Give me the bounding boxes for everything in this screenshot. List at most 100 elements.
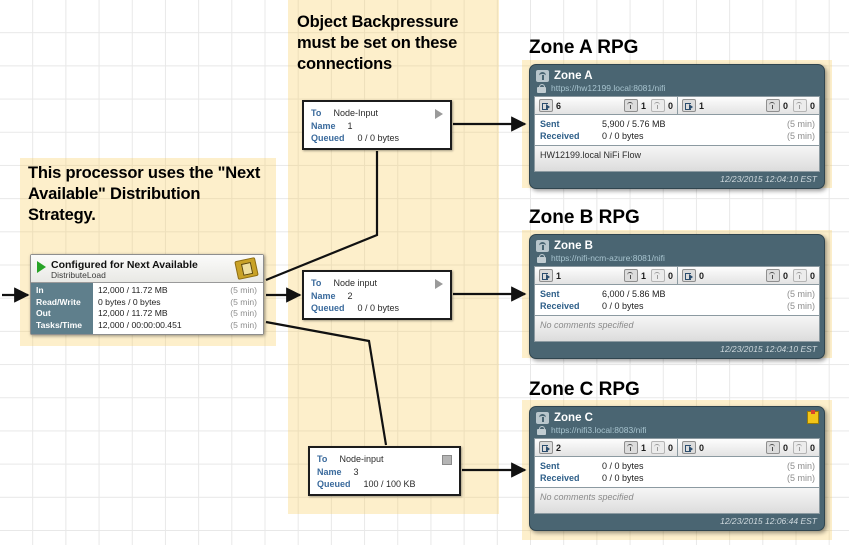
lock-icon xyxy=(537,425,546,435)
lock-icon xyxy=(537,83,546,93)
play-icon[interactable] xyxy=(37,261,46,273)
input-stopped-count: 0 xyxy=(667,270,673,281)
connection-node-input-1[interactable]: To Node-Input Name 1 Queued 0 / 0 bytes xyxy=(302,100,452,150)
remote-process-group-zone-c[interactable]: Zone C https://nifi3.local:8083/nifi 2 1… xyxy=(529,406,825,531)
wire-processor-to-conn1 xyxy=(265,151,379,282)
sent-time: (5 min) xyxy=(786,119,815,129)
processor-stat-labels: In Read/Write Out Tasks/Time xyxy=(31,283,93,335)
remote-process-group-zone-b[interactable]: Zone B https://nifi-ncm-azure:8081/nifi … xyxy=(529,234,825,359)
processor-stat-time: (5 min) xyxy=(230,308,257,319)
processor-stat-times: (5 min) (5 min) (5 min) (5 min) xyxy=(226,283,263,334)
annotation-strategy-note: This processor uses the "Next Available"… xyxy=(28,164,261,224)
received-time: (5 min) xyxy=(786,473,815,483)
output-stopped-count: 0 xyxy=(809,100,815,111)
stop-icon[interactable] xyxy=(442,455,452,465)
transmitting-icon xyxy=(765,441,780,454)
processor-stat-value: 12,000 / 11.72 MB xyxy=(98,308,168,319)
input-port-count: 6 xyxy=(556,100,562,111)
output-port-icon xyxy=(682,269,696,282)
connection-queued-label: Queued xyxy=(311,133,345,144)
received-value: 0 / 0 bytes xyxy=(602,301,644,311)
sent-label: Sent xyxy=(540,119,560,129)
input-transmitting-count: 1 xyxy=(640,270,646,281)
lock-icon xyxy=(537,253,546,263)
input-port-icon xyxy=(539,441,553,454)
processor-type: DistributeLoad xyxy=(51,270,106,281)
zone-a-heading: Zone A RPG xyxy=(529,37,639,58)
rpg-port-counts: 2 1 0 0 0 xyxy=(534,438,820,457)
output-transmitting-count: 0 xyxy=(782,270,788,281)
sent-value: 5,900 / 5.76 MB xyxy=(602,119,666,129)
connection-to-value: Node-input xyxy=(339,454,384,464)
output-port-count: 1 xyxy=(699,100,705,111)
not-transmitting-icon xyxy=(650,269,665,282)
input-transmitting-count: 1 xyxy=(640,100,646,111)
connection-to-label: To xyxy=(311,108,322,118)
processor-stat-value: 12,000 / 00:00:00.451 xyxy=(98,319,182,330)
rpg-comment: No comments specified xyxy=(534,316,820,342)
processor-distribute-load[interactable]: Configured for Next Available Distribute… xyxy=(30,254,264,336)
transmitting-icon xyxy=(623,441,638,454)
sent-label: Sent xyxy=(540,289,560,299)
warning-icon[interactable] xyxy=(807,410,819,424)
processor-stat-label: Tasks/Time xyxy=(36,319,83,330)
not-transmitting-icon xyxy=(650,99,665,112)
output-stopped-count: 0 xyxy=(809,270,815,281)
connection-name-label: Name xyxy=(311,120,336,131)
connection-node-input-3[interactable]: To Node-input Name 3 Queued 100 / 100 KB xyxy=(308,446,461,496)
connection-name-value: 3 xyxy=(353,466,359,477)
connection-queued-value: 100 / 100 KB xyxy=(363,479,416,490)
rpg-url[interactable]: https://nifi3.local:8083/nifi xyxy=(551,425,647,435)
received-label: Received xyxy=(540,131,580,141)
processor-stat-value: 12,000 / 11.72 MB xyxy=(98,285,168,295)
connection-name-value: 1 xyxy=(347,120,353,131)
input-transmitting-count: 1 xyxy=(640,442,646,453)
rpg-url[interactable]: https://hw12199.local:8081/nifi xyxy=(551,83,666,93)
rpg-url[interactable]: https://nifi-ncm-azure:8081/nifi xyxy=(551,253,665,263)
rpg-header: Zone B https://nifi-ncm-azure:8081/nifi xyxy=(534,239,820,266)
processor-stat-time: (5 min) xyxy=(230,319,257,330)
transmitting-icon xyxy=(623,269,638,282)
rpg-output-ports: 0 0 0 xyxy=(677,439,819,456)
rpg-input-ports: 2 1 0 xyxy=(535,439,677,456)
zone-b-heading: Zone B RPG xyxy=(529,207,640,228)
not-transmitting-icon xyxy=(792,269,807,282)
connection-queued-label: Queued xyxy=(311,303,345,314)
annotation-backpressure-note: Object Backpressure must be set on these… xyxy=(297,13,459,73)
processor-stats: In Read/Write Out Tasks/Time 12,000 / 11… xyxy=(31,282,263,335)
rpg-io-stats: Sent Received 0 / 0 bytes 0 / 0 bytes (5… xyxy=(534,457,820,488)
play-icon[interactable] xyxy=(435,279,443,289)
remote-process-group-icon xyxy=(536,412,549,424)
connection-queued-value: 0 / 0 bytes xyxy=(357,303,400,314)
rpg-input-ports: 1 1 0 xyxy=(535,267,677,284)
rpg-timestamp: 12/23/2015 12:04:10 EST xyxy=(720,174,817,184)
remote-process-group-icon xyxy=(536,240,549,252)
processor-stat-label: Read/Write xyxy=(36,296,81,307)
connection-to-value: Node input xyxy=(333,278,378,288)
transmitting-icon xyxy=(765,269,780,282)
rpg-io-stats: Sent Received 5,900 / 5.76 MB 0 / 0 byte… xyxy=(534,115,820,146)
input-port-count: 2 xyxy=(556,442,562,453)
transmitting-icon xyxy=(623,99,638,112)
bulletin-icon[interactable] xyxy=(234,257,259,280)
connection-queued-value: 0 / 0 bytes xyxy=(357,133,400,144)
output-port-count: 0 xyxy=(699,442,705,453)
input-stopped-count: 0 xyxy=(667,442,673,453)
play-icon[interactable] xyxy=(435,109,443,119)
processor-stat-time: (5 min) xyxy=(230,285,257,295)
rpg-timestamp: 12/23/2015 12:04:10 EST xyxy=(720,344,817,354)
connection-to-value: Node-Input xyxy=(333,108,379,118)
connection-node-input-2[interactable]: To Node input Name 2 Queued 0 / 0 bytes xyxy=(302,270,452,320)
rpg-port-counts: 1 1 0 0 0 xyxy=(534,266,820,285)
rpg-port-counts: 6 1 0 1 0 xyxy=(534,96,820,115)
rpg-header: Zone C https://nifi3.local:8083/nifi xyxy=(534,410,820,438)
remote-process-group-zone-a[interactable]: Zone A https://hw12199.local:8081/nifi 6… xyxy=(529,64,825,189)
processor-stat-label: Out xyxy=(36,308,51,319)
sent-value: 0 / 0 bytes xyxy=(602,461,644,471)
received-time: (5 min) xyxy=(786,131,815,141)
zone-c-heading: Zone C RPG xyxy=(529,379,640,400)
transmitting-icon xyxy=(765,99,780,112)
rpg-header: Zone A https://hw12199.local:8081/nifi xyxy=(534,69,820,96)
